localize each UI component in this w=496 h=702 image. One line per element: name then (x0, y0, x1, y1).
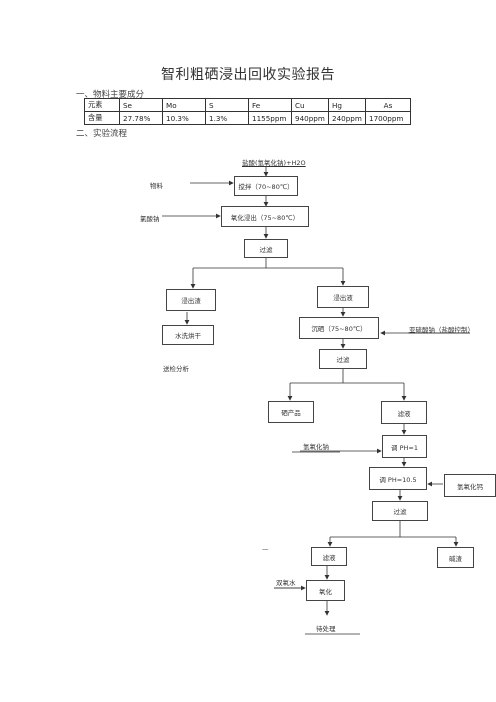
box-precipitate-se: 沉硒（75~80℃） (299, 317, 379, 339)
label-material: 物料 (150, 182, 163, 190)
section-heading-composition: 一、物料主要成分 (76, 90, 145, 100)
label-sodium-sulfite: 亚硫酸钠（盐酸控制） (409, 326, 474, 334)
box-filtrate-1: 滤液 (381, 401, 427, 424)
box-alkali-residue: 碱渣 (437, 547, 474, 568)
box-calcium-hydroxide: 氢氧化钙 (444, 474, 496, 497)
page-title: 智利粗硒浸出回收实验报告 (161, 67, 335, 83)
box-filtrate-2: 滤液 (311, 547, 347, 566)
box-stir: 搅拌（70~80℃） (234, 176, 298, 196)
label-sodium-hydroxide: 氢氧化钠 (303, 443, 329, 451)
table-cell: 1700ppm (365, 111, 411, 125)
table-row: 含量 27.78% 10.3% 1.3% 1155ppm 940ppm 240p… (84, 111, 411, 125)
box-adjust-ph10-5: 调 PH=10.5 (369, 467, 427, 490)
box-oxidation: 氧化 (306, 580, 345, 601)
label-send-analysis: 送检分析 (163, 365, 189, 373)
dash-mark: — (262, 545, 269, 553)
table-cell: 1155ppm (248, 111, 292, 125)
table-cell: 10.3% (162, 111, 206, 125)
box-filter-3: 过滤 (372, 501, 428, 521)
label-hydrogen-peroxide: 双氧水 (276, 579, 296, 587)
box-se-product: 硒产品 (268, 401, 314, 423)
box-leach-residue: 浸出渣 (166, 289, 216, 311)
box-filter-1: 过滤 (244, 239, 288, 258)
section-heading-flow: 二、实验流程 (76, 129, 128, 139)
box-adjust-ph1: 调 PH=1 (382, 435, 427, 458)
box-filter-2: 过滤 (319, 349, 367, 369)
box-leachate: 浸出液 (317, 286, 369, 308)
label-sodium-chlorate: 氯酸钠 (140, 215, 160, 223)
box-oxidize-leach: 氧化浸出（75~80℃） (221, 206, 309, 227)
label-pending: 待处理 (316, 625, 336, 633)
composition-table: 元素 Se Mo S Fe Cu Hg As 含量 27.78% 10.3% 1… (84, 98, 411, 125)
box-wash-dry: 水洗烘干 (162, 325, 214, 345)
reagent-label-hcl: 盐酸(氢氧化钠)+H2O (242, 159, 306, 167)
